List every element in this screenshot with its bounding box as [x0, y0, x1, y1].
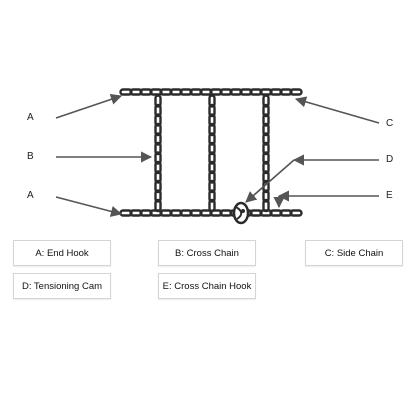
callout-a-bottom: A [27, 190, 34, 201]
callout-d: D [386, 154, 394, 165]
cross-chain-link [154, 141, 162, 156]
cross-chain-link [208, 198, 216, 213]
side-chain-link [289, 209, 303, 217]
arrow-d-diag [245, 159, 295, 203]
cross-chain-link [154, 103, 162, 118]
cross-chain-link [154, 160, 162, 175]
cross-chain-link [208, 103, 216, 118]
cross-chain-link [208, 122, 216, 137]
cross-chain-link [262, 113, 270, 127]
callout-c: C [386, 118, 394, 129]
cross-chain-link [154, 179, 162, 194]
cross-chain-link [154, 132, 162, 146]
tensioning-cam-shape [232, 201, 250, 225]
cross-chain-link [262, 94, 270, 108]
cross-chain-link [208, 189, 216, 203]
side-chain-link [289, 88, 303, 96]
cross-chain-link [262, 122, 270, 137]
callout-b: B [27, 151, 34, 162]
cross-chain-link [208, 170, 216, 184]
chain-assembly [119, 88, 303, 217]
arrows [55, 93, 380, 217]
cross-chain-link [208, 151, 216, 165]
cross-chain-link [208, 94, 216, 108]
cross-chain-link [154, 113, 162, 127]
cross-chain-link [154, 151, 162, 165]
cross-chain-link [262, 132, 270, 146]
cross-chain-link [154, 198, 162, 213]
callout-a-top: A [27, 112, 34, 123]
cross-chain-link [262, 151, 270, 165]
arrow-a-top [55, 93, 123, 119]
legend-cross-chain: B: Cross Chain [158, 240, 256, 266]
cross-chain-link [262, 103, 270, 118]
cross-chain-link [154, 94, 162, 108]
cross-chain-link [154, 189, 162, 203]
cross-chain-link [208, 113, 216, 127]
cross-chain-link [262, 141, 270, 156]
cross-chain-link [208, 132, 216, 146]
cross-chain-link [208, 160, 216, 175]
arrow-a-bottom [55, 196, 123, 217]
legend-tensioning-cam: D: Tensioning Cam [13, 273, 111, 299]
callout-e: E [386, 190, 393, 201]
cross-chain-link [262, 170, 270, 184]
legend-end-hook: A: End Hook [13, 240, 111, 266]
cross-chain-link [208, 179, 216, 194]
cross-chain-link [154, 122, 162, 137]
legend-cross-chain-hook: E: Cross Chain Hook [158, 273, 256, 299]
cross-chain-link [262, 160, 270, 175]
legend-side-chain: C: Side Chain [305, 240, 403, 266]
arrow-c [294, 96, 380, 124]
cross-chain-link [262, 189, 270, 203]
cross-chain-link [262, 198, 270, 213]
cross-chain-link [208, 141, 216, 156]
cross-chain-link [154, 170, 162, 184]
